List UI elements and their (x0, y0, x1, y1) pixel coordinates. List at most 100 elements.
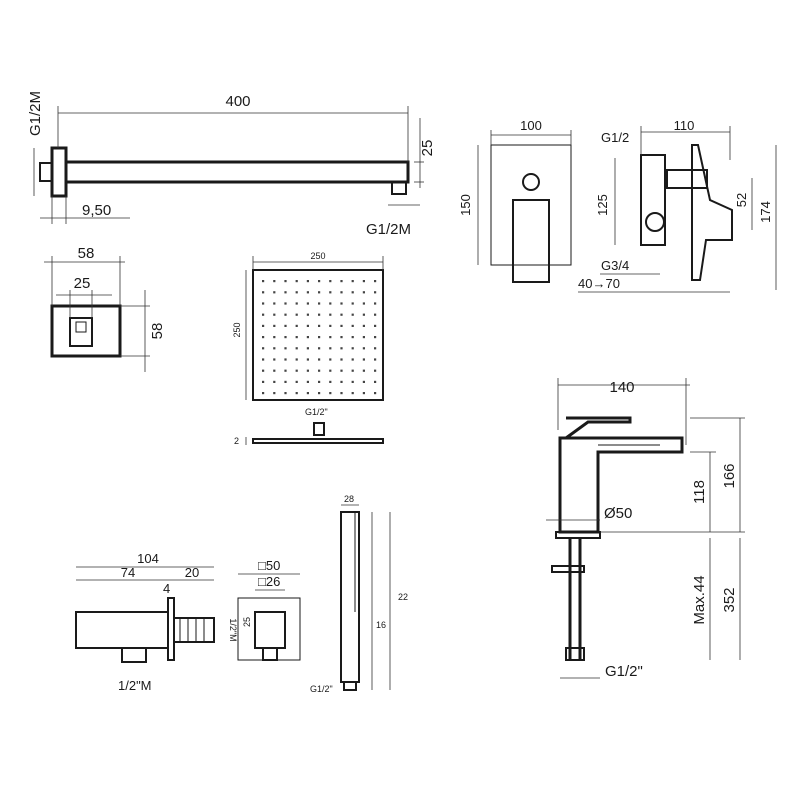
hand-shower-connection: G1/2" (310, 684, 333, 694)
nozzle (374, 336, 377, 339)
nozzle (374, 369, 377, 372)
nozzle (362, 280, 365, 283)
nozzle (329, 392, 332, 395)
shower-arm-flange-offset: 9,50 (82, 202, 111, 219)
wall-outlet-inlet-thread: 1/2"M (228, 618, 238, 641)
nozzle (351, 380, 354, 383)
nozzle (374, 313, 377, 316)
nozzle (273, 302, 276, 305)
nozzle (351, 280, 354, 283)
nozzle (318, 336, 321, 339)
nozzle (362, 302, 365, 305)
wall-flange-drawing: 58 25 58 (44, 245, 166, 372)
nozzle (351, 324, 354, 327)
nozzle (374, 280, 377, 283)
nozzle (329, 347, 332, 350)
shower-head-drawing: 250 250 G1/2" 2 (232, 251, 384, 446)
nozzle (362, 358, 365, 361)
basin-mixer-drawing: 140 118 166 Ø50 Max.44 352 G1/2" (546, 378, 745, 680)
nozzle (284, 336, 287, 339)
basin-mixer-reach-dim: 140 (609, 379, 634, 396)
nozzle (329, 369, 332, 372)
nozzle (362, 380, 365, 383)
outlet-front-plate (237, 597, 301, 661)
basin-mixer-height-dim: 166 (721, 463, 738, 488)
nozzle (273, 280, 276, 283)
nozzle (295, 313, 298, 316)
nozzle (329, 324, 332, 327)
diverter-side-outlet (666, 169, 708, 189)
outlet-front-drawing: □50 □26 25 (237, 558, 301, 661)
nozzle (340, 291, 343, 294)
shower-arm-drawing: 400 G1/2M 25 G1/2M 9,50 (27, 91, 436, 238)
diverter-side-width-dim: 110 (674, 118, 695, 133)
nozzle (284, 380, 287, 383)
nozzle (340, 336, 343, 339)
nozzle (374, 358, 377, 361)
nozzle (295, 302, 298, 305)
wall-flange-inner (69, 317, 93, 347)
nozzle (340, 347, 343, 350)
nozzle (306, 347, 309, 350)
nozzle (306, 324, 309, 327)
nozzle (262, 369, 265, 372)
nozzle (362, 347, 365, 350)
nozzle (362, 313, 365, 316)
nozzle (284, 369, 287, 372)
basin-mixer-connector (565, 647, 585, 661)
hand-shower-length-dim: 22 (398, 592, 408, 602)
nozzle (351, 369, 354, 372)
nozzle (340, 324, 343, 327)
nozzle (329, 302, 332, 305)
diverter-front-knob (522, 173, 540, 191)
hand-shower-head-dim: 16 (376, 620, 386, 630)
nozzle (273, 291, 276, 294)
nozzle (362, 369, 365, 372)
nozzle (262, 313, 265, 316)
nozzle (318, 380, 321, 383)
nozzle (329, 380, 332, 383)
wall-outlet-hose-nipple (121, 647, 147, 663)
shower-head-width-dim: 250 (310, 251, 325, 261)
shower-head-nozzles (262, 280, 377, 395)
nozzle (306, 336, 309, 339)
nozzle (362, 392, 365, 395)
basin-mixer-handle (565, 416, 632, 440)
nozzle (262, 380, 265, 383)
hand-shower-drawing: 28 16 22 G1/2" (310, 494, 408, 694)
diverter-front-height-dim: 150 (458, 194, 473, 216)
nozzle (318, 324, 321, 327)
shower-head-plate (252, 269, 384, 401)
wall-outlet-plate-dim: 4 (163, 581, 170, 596)
nozzle (262, 392, 265, 395)
wall-flange-outer (50, 304, 122, 358)
nozzle (295, 280, 298, 283)
nozzle (351, 392, 354, 395)
nozzle (306, 313, 309, 316)
nozzle (273, 369, 276, 372)
diverter-front-drawing: 100 150 (458, 118, 572, 283)
diverter-side-total-dim: 174 (758, 201, 773, 223)
nozzle (351, 313, 354, 316)
nozzle (306, 302, 309, 305)
nozzle (362, 291, 365, 294)
diverter-front-width-dim: 100 (520, 118, 542, 133)
shower-arm-inlet-thread: G1/2M (27, 91, 44, 136)
basin-mixer-spout-dim: 118 (691, 480, 708, 504)
nozzle (340, 313, 343, 316)
shower-arm-height: 25 (419, 140, 436, 157)
basin-mixer-base-dim: Ø50 (604, 505, 632, 522)
nozzle (273, 313, 276, 316)
nozzle (340, 369, 343, 372)
nozzle (318, 313, 321, 316)
nozzle (295, 392, 298, 395)
nozzle (351, 302, 354, 305)
hand-shower-width-dim: 28 (344, 494, 354, 504)
shower-arm-outlet-thread: G1/2M (366, 221, 411, 238)
nozzle (374, 392, 377, 395)
nozzle (340, 302, 343, 305)
nozzle (329, 280, 332, 283)
basin-mixer-nut (551, 565, 585, 573)
diverter-side-main-thread: G3/4 (601, 258, 629, 273)
